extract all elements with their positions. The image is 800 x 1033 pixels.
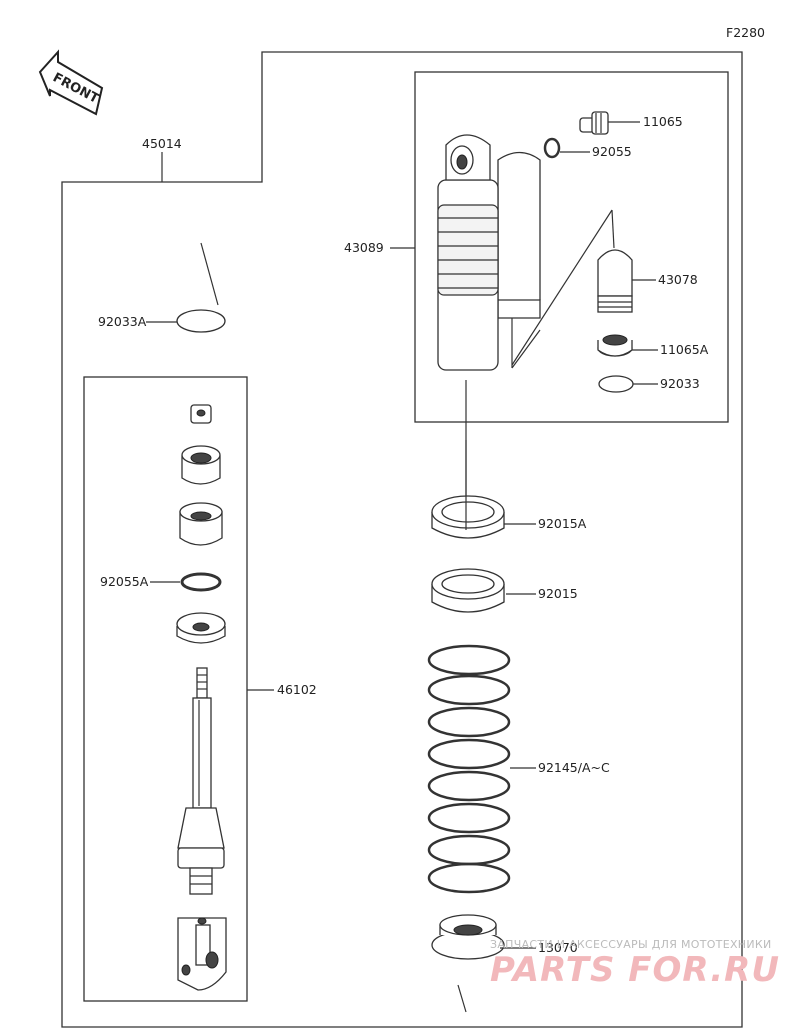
bladder-part [511,209,633,366]
label-92015: 92015 [538,586,578,601]
label-11065a: 11065A [660,342,709,357]
nut-part [431,568,505,613]
cap-part [597,334,633,357]
valve-part [579,111,609,135]
label-13070: 13070 [538,940,578,955]
nut-a-part [431,440,505,539]
shock-body-frame [414,71,729,423]
label-92145: 92145/A~C [538,760,610,775]
label-92055: 92055 [592,144,632,159]
label-92033a: 92033A [98,314,147,329]
label-92055a: 92055A [100,574,149,589]
front-arrow-icon: FRONT [38,49,104,116]
circlip-part [598,375,634,393]
oring-small [543,137,561,159]
diagram-code: F2280 [726,25,765,40]
watermark-brand: PARTS FOR.RU [490,950,780,990]
circlip-a-part [176,242,226,333]
rod-assembly-frame [83,376,248,1002]
rod-assembly [176,404,227,991]
label-11065: 11065 [643,114,683,129]
label-92015a: 92015A [538,516,587,531]
watermark-tagline: ЗАПЧАСТИ И АКСЕССУАРЫ ДЛЯ МОТОТЕХНИКИ [490,938,772,951]
shock-body [437,134,541,520]
spring-seat-part [431,914,505,1013]
label-43078: 43078 [658,272,698,287]
spring-part [427,644,511,894]
outer-frame [61,51,743,1028]
label-43089: 43089 [344,240,384,255]
label-46102: 46102 [277,682,317,697]
label-45014: 45014 [142,136,182,151]
label-92033: 92033 [660,376,700,391]
